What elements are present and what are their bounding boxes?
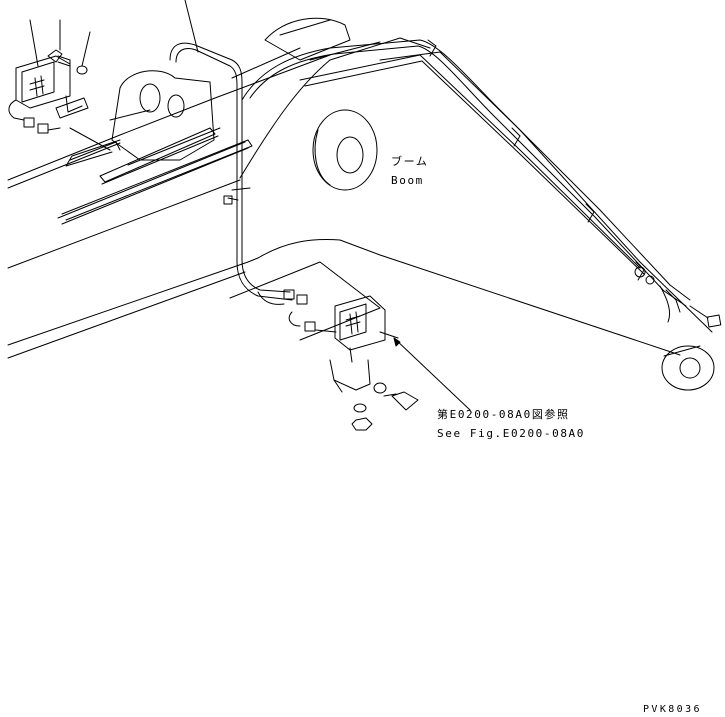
boom-outline [231,17,715,391]
lower-lamp-assembly [229,261,471,431]
figure-reference-japanese: 第E0200-08A0図参照 [437,408,570,421]
wiring-harness [169,39,722,328]
upper-lamp-assembly [8,0,199,134]
drawing-code: PVK8036 [643,704,702,715]
boom-label-english: Boom [391,174,424,187]
frame-outline [7,54,331,359]
duct-lines [61,135,253,221]
boom-label-japanese: ブーム [391,155,429,168]
figure-reference-english: See Fig.E0200-08A0 [437,427,586,440]
